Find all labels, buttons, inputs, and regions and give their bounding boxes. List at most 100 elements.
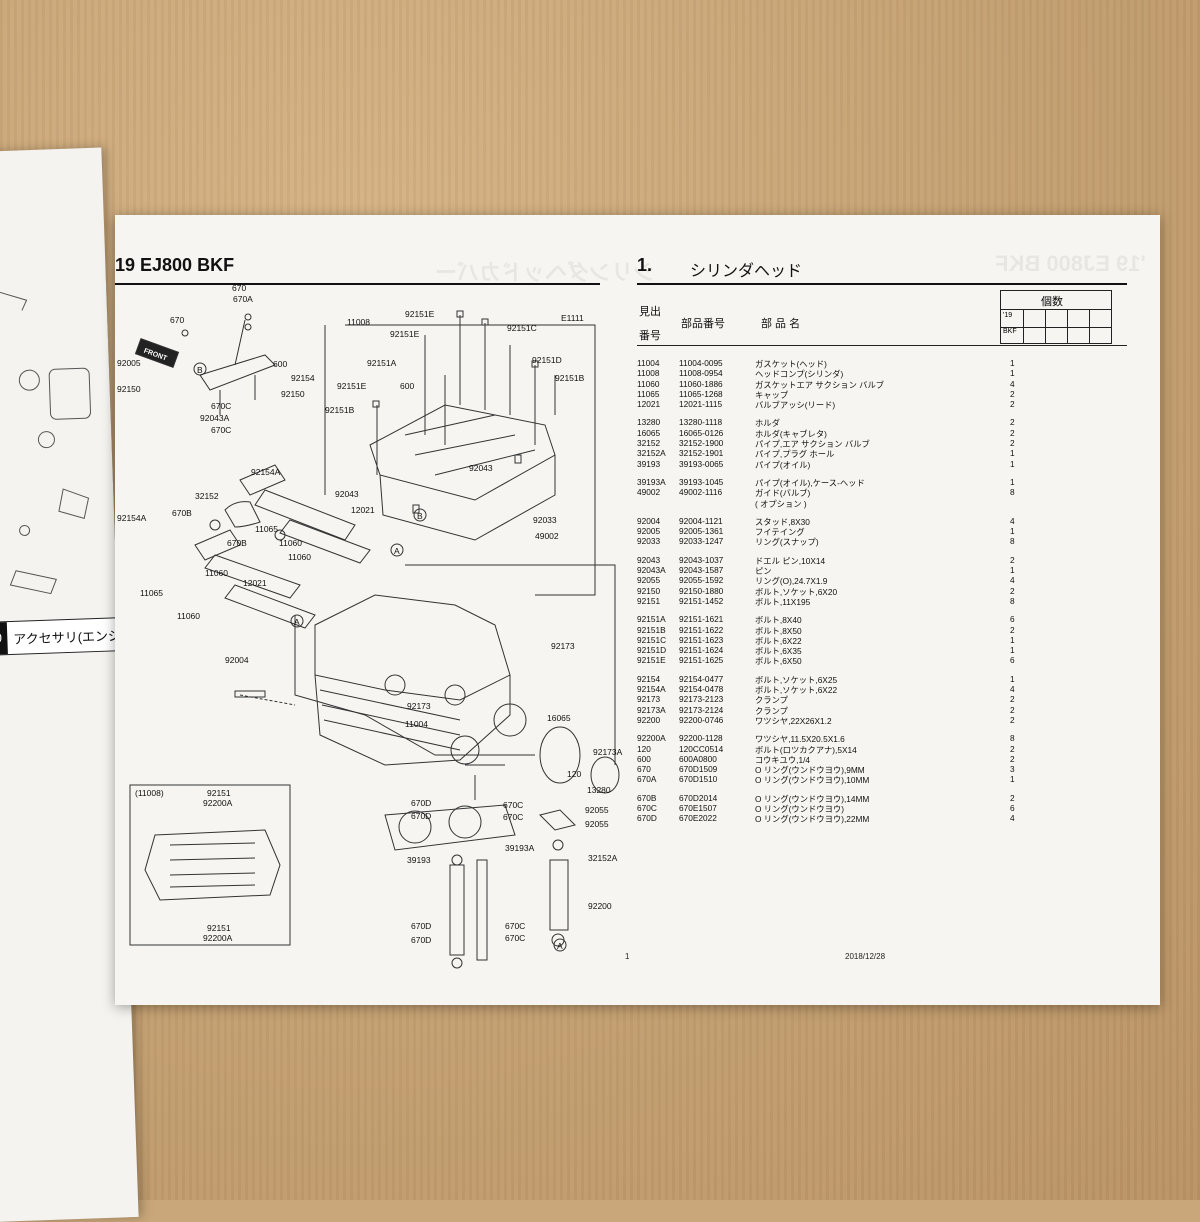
diagram-label: 92173A [593,747,623,757]
part-name-cell: ホルダ(キャブレタ) [755,428,827,439]
diagram-label: 670B [172,508,192,518]
part-number-cell: 12021-1115 [679,399,723,410]
marker-a: A [394,546,400,556]
quantity-cell: 1 [1010,673,1015,684]
accessory-section-badge: 0 アクセサリ(エンジンカバ- [0,617,139,656]
part-name-cell: リング(O),24.7X1.9 [755,576,828,587]
ref-cell: 92173A [637,704,666,715]
exploded-parts-diagram: FRONT 670 670A 670 600 92005 92154 92150… [115,283,625,975]
part-name-cell: ボルト,11X195 [755,596,811,607]
diagram-label: 11065 [140,588,164,598]
page-number: 1 [625,952,630,961]
part-name-cell: バルブアッシ(リード) [755,400,836,411]
diagram-label: 11060 [205,568,229,578]
part-number-cell: 92173-2123 [679,694,724,705]
quantity-cell: 2 [1010,694,1015,705]
quantity-header-box: 個数 '19 BKF [1000,290,1112,344]
part-number-cell: 92200-1128 [679,733,723,744]
quantity-cell: 6 [1010,655,1015,666]
diagram-label: 92200A [203,798,233,808]
part-number-cell: 11060-1886 [679,378,723,389]
header-model: BKF [1003,328,1017,335]
part-number-cell: 92005-1361 [679,526,724,537]
quantity-cell: 2 [1010,743,1015,754]
diagram-label: 92043A [200,413,230,423]
part-number-cell: 92151-1623 [679,634,724,645]
part-number-cell: 11004-0095 [679,358,723,368]
header-quantity: 個数 [1041,296,1063,308]
cylinder-head-drawing: FRONT [129,310,620,969]
diagram-label: 92200 [588,901,612,911]
ref-cell: 92154A [637,684,666,695]
part-name-cell: ホルダ [755,418,780,429]
print-date: 2018/12/28 [845,952,886,961]
ref-cell: 92151 [637,595,661,606]
part-name-cell: リング(スナップ) [755,537,819,548]
diagram-label: 670D [411,811,432,821]
quantity-cell: 1 [1010,458,1015,469]
diagram-label: 39193A [505,843,535,853]
part-name-cell: ボルト,8X40 [755,615,802,626]
ref-cell: 92200A [637,733,666,744]
quantity-cell: 2 [1010,417,1015,428]
ref-cell: 92173 [637,694,661,705]
diagram-label: 92151B [555,373,585,383]
diagram-label: 32152 [195,491,219,501]
ref-cell: 670A [637,774,657,785]
diagram-label: 92151E [390,329,420,339]
ref-cell: 49002 [637,487,661,498]
diagram-label: 16065 [547,713,571,723]
ref-cell: 92200 [637,714,661,725]
diagram-label: 670C [211,425,232,435]
diagram-label: 120 [567,769,582,779]
quantity-cell: 1 [1010,368,1015,379]
diagram-label: 92151 [207,923,231,933]
part-name-cell: ワツシヤ,22X26X1.2 [755,715,832,726]
part-number-cell: 92200-0746 [679,714,724,725]
marker-b: B [197,365,203,375]
quantity-cell: 2 [1010,753,1015,764]
quantity-cell: 2 [1010,438,1015,449]
ref-cell: 92043 [637,554,661,565]
ref-cell: 11065 [637,388,660,399]
diagram-label: 92151 [207,788,231,798]
part-name-cell: ドエル ピン,10X14 [755,555,826,566]
marker-a: A [294,617,300,627]
quantity-cell: 8 [1010,595,1015,606]
ref-cell: 11060 [637,378,660,389]
diagram-label: 92173 [407,701,431,711]
diagram-label: 670C [211,401,232,411]
accessory-section-number: 0 [0,622,8,655]
diagram-label: 92154A [251,467,281,477]
diagram-label: 670D [411,921,432,931]
ref-cell: 670B [637,792,657,803]
part-number-cell: 32152-1901 [679,448,724,459]
part-name-cell: ( オプション ) [755,498,807,509]
diagram-label: 92151A [367,358,397,368]
part-name-cell: ガスケットエア サクション バルブ [755,379,885,390]
diagram-label: 49002 [535,531,559,541]
diagram-label: 92151E [337,381,367,391]
header-part-number: 部品番号 [681,318,725,330]
quantity-cell: 1 [1010,645,1015,656]
part-number-cell: 39193-0065 [679,458,724,469]
diagram-label: 670D [411,798,432,808]
marker-a: A [557,941,563,951]
diagram-label: 92005 [117,358,141,368]
quantity-cell: 3 [1010,764,1015,775]
quantity-cell: 8 [1010,536,1015,547]
title-rule [115,283,600,285]
diagram-label: 11060 [279,538,303,548]
